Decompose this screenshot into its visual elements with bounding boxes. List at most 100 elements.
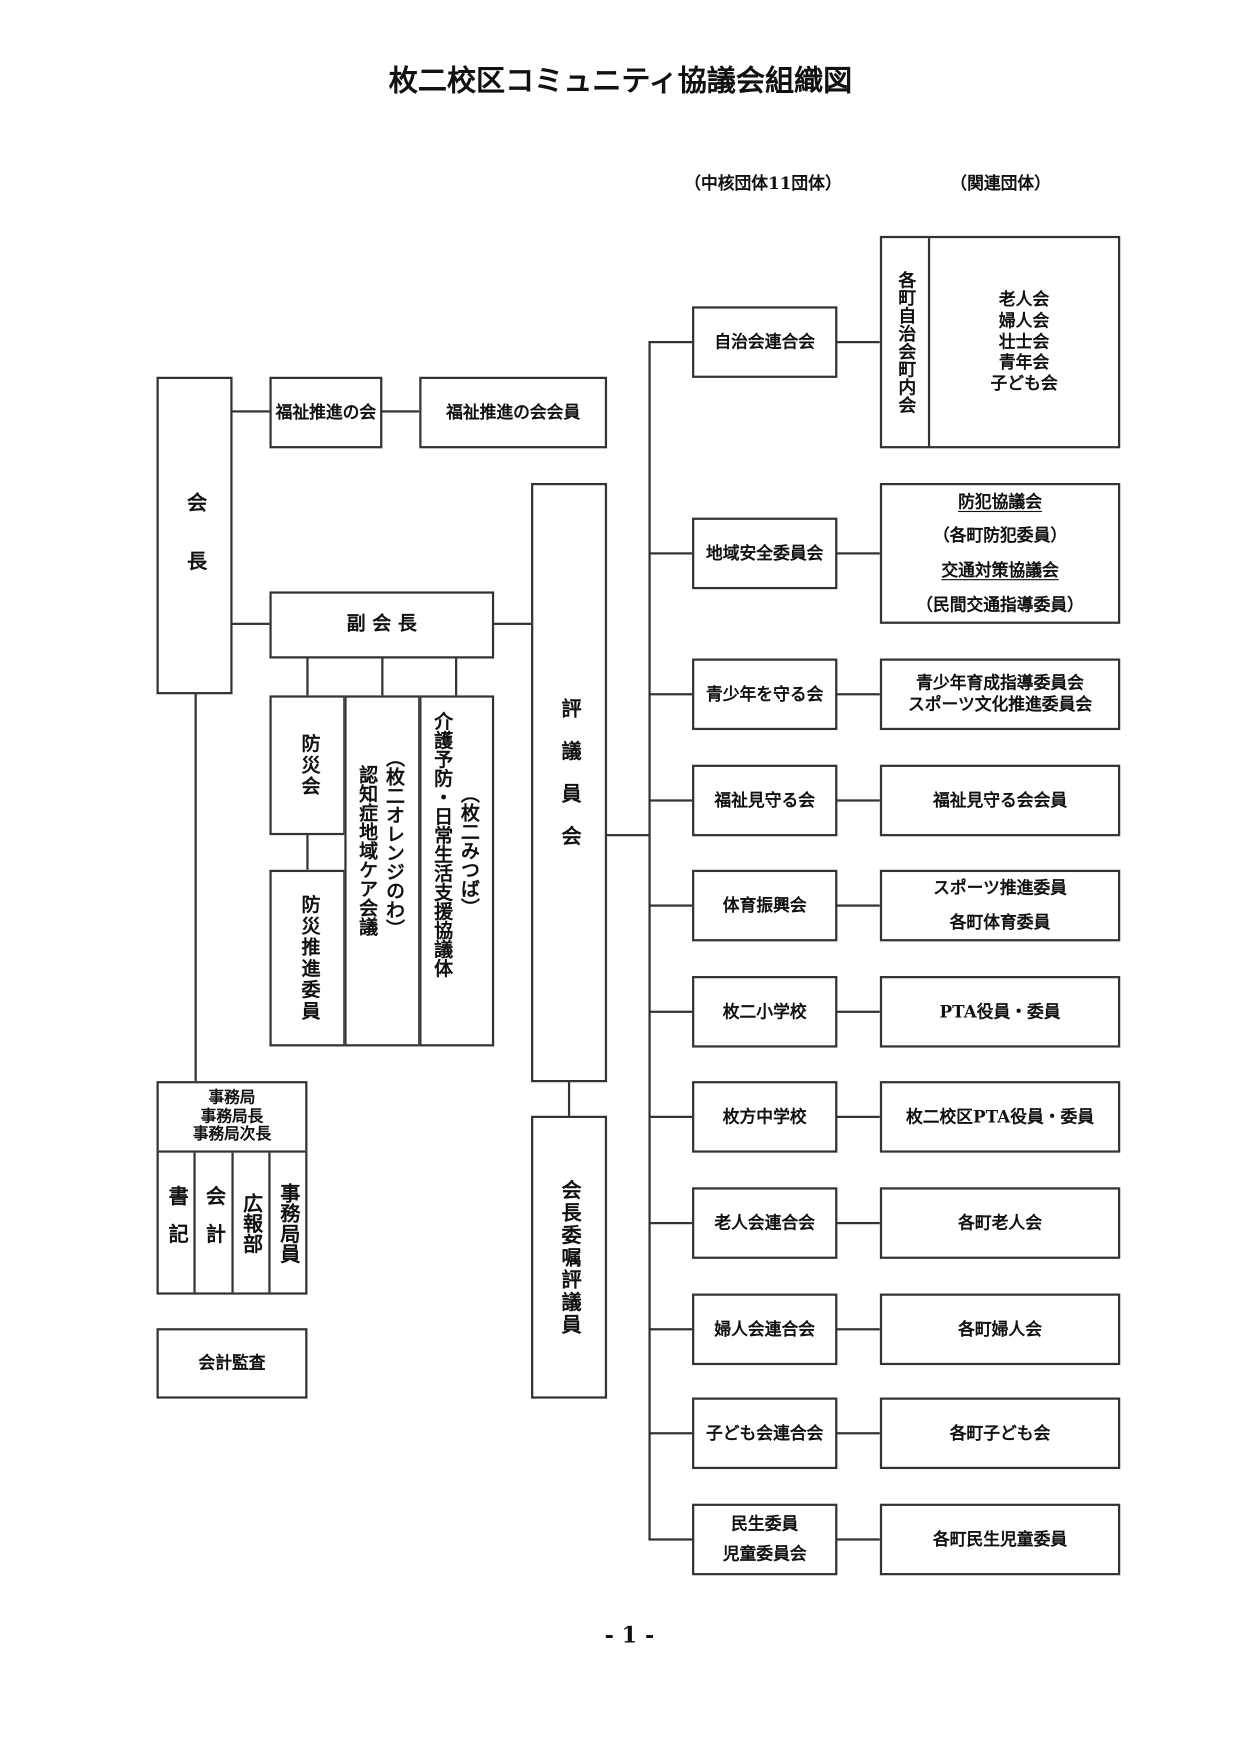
connector — [836, 1538, 880, 1541]
core-group-box: 青少年を守る会 — [692, 658, 838, 731]
secretariat-column: 会計 — [202, 1184, 226, 1261]
orange-subtitle: （枚二オレンジのわ） — [381, 747, 404, 939]
related-group-label: 青少年育成指導委員会 — [916, 673, 1084, 694]
mitsuba-name: 介護予防・日常生活支援協議体 — [429, 711, 452, 978]
core-group-box: 婦人会連合会 — [692, 1293, 838, 1366]
connector — [649, 340, 693, 344]
welfare-promo-label: 福祉推進の会 — [275, 402, 377, 423]
connector — [381, 657, 384, 696]
welfare-promo-members-label: 福祉推進の会会員 — [446, 402, 581, 423]
connector — [836, 1115, 880, 1118]
related-group-label: （各町防犯委員） — [932, 525, 1068, 546]
secretariat-line: 事務局次長 — [192, 1126, 272, 1145]
connector — [605, 834, 650, 837]
related-group-box: PTA役員・委員 — [879, 976, 1121, 1048]
core-group-label: 婦人会連合会 — [714, 1318, 816, 1339]
connector — [836, 1328, 880, 1331]
secretariat-line: 事務局長 — [200, 1107, 264, 1126]
related-group-box: 各町自治会町内会老人会婦人会壮士会青年会子ども会 — [879, 235, 1121, 449]
connector — [649, 1010, 693, 1013]
related-group-label: 老人会 — [998, 289, 1050, 310]
connector — [649, 552, 693, 555]
disaster-members-box: 防災推進委員 — [269, 869, 346, 1047]
secretariat-column: 事務局員 — [276, 1182, 301, 1263]
connector — [836, 1432, 880, 1435]
related-group-box: 各町老人会 — [879, 1187, 1121, 1259]
appointed-council-box: 会長委嘱評議員 — [531, 1115, 608, 1399]
connector — [649, 904, 693, 907]
core-group-box: 子ども会連合会 — [692, 1397, 838, 1470]
chairman-box: 会 長 — [156, 376, 233, 695]
appointed-council-label: 会長委嘱評議員 — [558, 1178, 582, 1336]
related-group-box: スポーツ推進委員各町体育委員 — [879, 869, 1121, 942]
connector — [649, 1115, 693, 1118]
connector — [649, 1221, 693, 1225]
related-group-label: 各町子ども会 — [949, 1422, 1051, 1443]
related-group-label: 枚二校区PTA役員・委員 — [905, 1106, 1095, 1127]
core-group-label: 体育振興会 — [722, 895, 807, 916]
connector — [381, 410, 420, 413]
secretariat-line: 事務局 — [208, 1088, 256, 1107]
disaster-group-label: 防災会 — [296, 733, 320, 798]
ward-assoc-label: 各町自治会町内会 — [894, 270, 917, 414]
core-groups-header: （中核団体11団体） — [684, 173, 842, 194]
connector — [649, 693, 693, 696]
connector — [836, 693, 880, 696]
core-group-box: 自治会連合会 — [692, 306, 838, 378]
connector — [231, 622, 270, 625]
related-group-label: 各町民生児童委員 — [932, 1529, 1068, 1550]
connector — [455, 657, 458, 696]
related-group-box: 各町婦人会 — [879, 1293, 1121, 1366]
connector — [836, 1010, 880, 1013]
orange-name: 認知症地域ケア会議 — [354, 764, 378, 936]
related-groups-header: （関連団体） — [950, 173, 1051, 194]
related-group-label: 交通対策協議会 — [941, 560, 1059, 581]
connector — [836, 799, 880, 802]
related-group-label: 子ども会 — [990, 373, 1058, 394]
mitsuba-box: 介護予防・日常生活支援協議体 （枚二みつば） — [419, 695, 495, 1047]
page-number: - 1 - — [604, 1621, 655, 1648]
related-group-label: 婦人会 — [998, 310, 1050, 331]
related-group-box: 青少年育成指導委員会スポーツ文化推進委員会 — [879, 658, 1121, 731]
secretariat-column: 広報部 — [239, 1192, 264, 1253]
core-group-box: 民生委員児童委員会 — [692, 1503, 838, 1576]
core-group-box: 体育振興会 — [692, 869, 838, 942]
related-group-label: 各町老人会 — [958, 1212, 1042, 1233]
core-group-label: 青少年を守る会 — [705, 683, 824, 704]
core-group-box: 枚二小学校 — [692, 976, 838, 1048]
secretariat-column: 書記 — [165, 1184, 189, 1261]
connector — [836, 340, 880, 344]
connector — [231, 410, 270, 413]
core-group-label: 児童委員会 — [722, 1543, 807, 1565]
related-group-box: 各町子ども会 — [879, 1397, 1121, 1470]
related-group-label: 青年会 — [998, 352, 1050, 373]
chairman-label: 会 長 — [183, 491, 208, 580]
disaster-group-box: 防災会 — [269, 695, 346, 836]
trunk-line — [648, 340, 651, 1541]
vice-chairman-box: 副 会 長 — [269, 591, 495, 659]
connector — [194, 693, 197, 1082]
connector — [836, 1221, 880, 1225]
related-group-label: 各町体育委員 — [949, 912, 1051, 933]
core-group-box: 老人会連合会 — [692, 1187, 838, 1259]
related-group-box: 各町民生児童委員 — [879, 1503, 1121, 1576]
core-group-label: 民生委員 — [731, 1514, 799, 1535]
orange-box: 認知症地域ケア会議 （枚二オレンジのわ） — [344, 695, 421, 1047]
related-group-label: 防犯協議会 — [958, 491, 1042, 512]
connector — [836, 904, 880, 907]
core-group-box: 枚方中学校 — [692, 1081, 838, 1153]
connector — [649, 1328, 693, 1331]
core-group-label: 枚二小学校 — [722, 1001, 807, 1022]
related-group-label: スポーツ文化推進委員会 — [907, 694, 1093, 715]
core-group-label: 枚方中学校 — [722, 1106, 807, 1127]
core-group-box: 福祉見守る会 — [692, 764, 838, 837]
page-title: 枚二校区コミュニティ協議会組織図 — [388, 64, 853, 99]
core-group-label: 老人会連合会 — [714, 1212, 816, 1233]
connector — [649, 1432, 693, 1435]
connector — [306, 657, 309, 696]
core-group-label: 福祉見守る会 — [714, 790, 816, 811]
disaster-members-label: 防災推進委員 — [296, 894, 320, 1022]
council-label: 評議員会 — [558, 697, 582, 868]
related-group-box: 枚二校区PTA役員・委員 — [879, 1081, 1121, 1153]
connector — [493, 622, 532, 625]
